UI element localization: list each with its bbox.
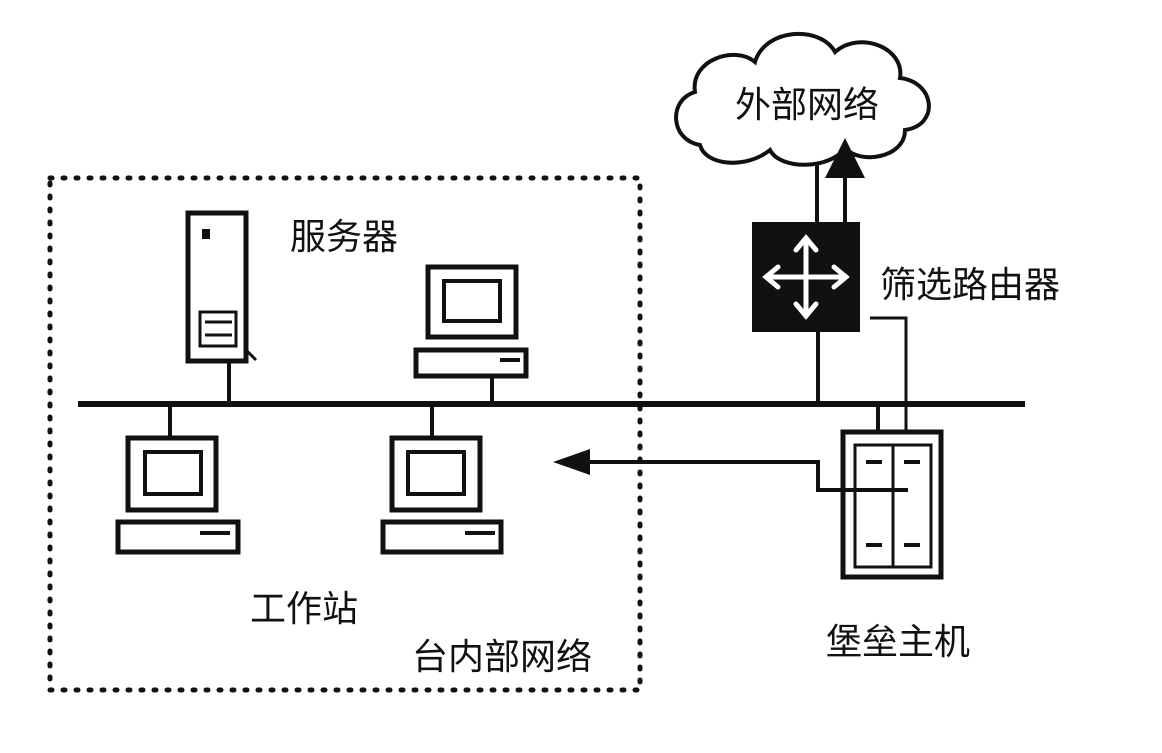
- internal-network-label: 台内部网络: [412, 637, 593, 678]
- cloud-icon: [674, 31, 931, 167]
- arrow-icon: [585, 460, 908, 492]
- server-label: 服务器: [290, 217, 399, 258]
- screening-router-label: 筛选路由器: [880, 265, 1061, 306]
- server-icon: [185, 210, 258, 364]
- workstation-icon: [115, 435, 241, 555]
- router-icon: [752, 222, 860, 332]
- bastion-host-icon: [840, 429, 944, 580]
- workstation-icon: [413, 264, 529, 379]
- bastion-host-label: 堡垒主机: [826, 622, 971, 663]
- workstation-icon: [380, 435, 504, 555]
- external-network-label: 外部网络: [735, 85, 880, 126]
- arrow-head: [553, 449, 590, 475]
- internal-network-boundary: [47, 175, 643, 693]
- workstation-label: 工作站: [250, 589, 359, 630]
